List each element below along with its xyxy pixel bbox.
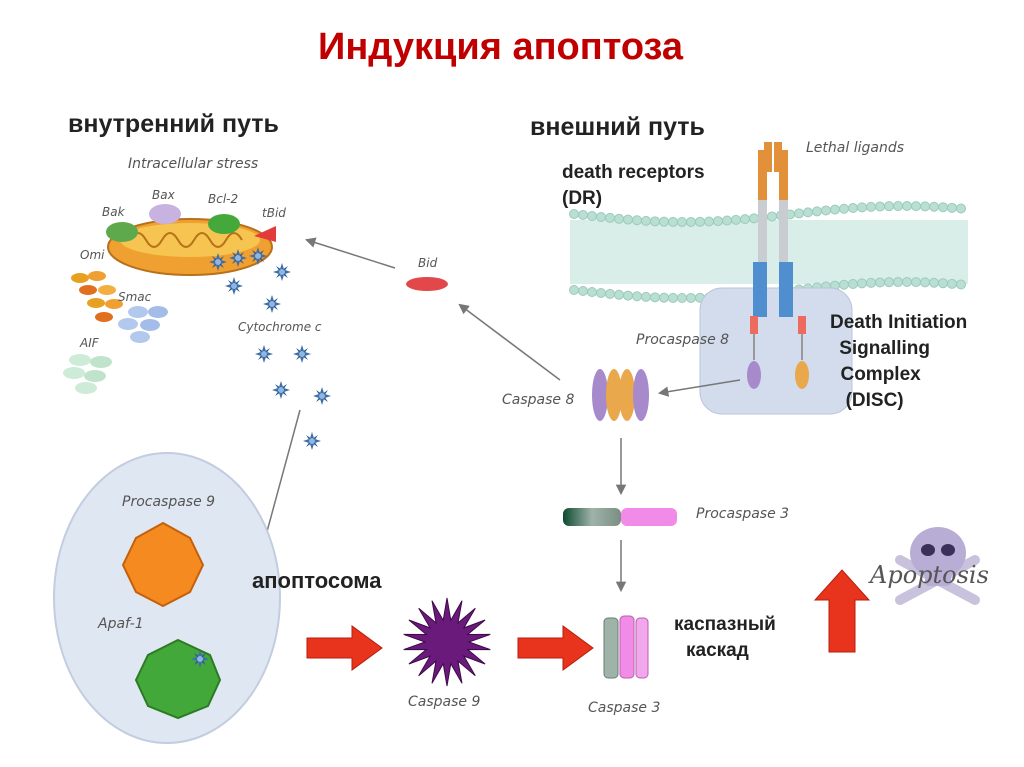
apoptosome-label: апоптосома: [252, 568, 382, 593]
caspase-cascade-line-2: каскад: [686, 640, 749, 661]
mitochondrion: [106, 204, 276, 276]
aif-label: AIF: [80, 336, 99, 350]
page-title: Индукция апоптоза: [318, 26, 684, 68]
apoptosis-label: Apoptosis: [870, 561, 989, 589]
red-arrows: [306, 569, 871, 671]
caspase-3-icon: [603, 615, 649, 679]
disc-box: [699, 287, 853, 415]
bcl2-label: Bcl-2: [208, 192, 239, 206]
tbid-label: tBid: [262, 206, 286, 220]
caspase-8-label: Caspase 8: [502, 392, 575, 408]
cytochrome-c-icon: [209, 247, 331, 450]
caspase-cascade-line-1: каспазный: [674, 614, 776, 635]
bak-label: Bak: [102, 205, 125, 219]
caspase-8-icon: [592, 369, 649, 421]
pathway-arrows: [261, 237, 741, 593]
disc-line-1: Death Initiation: [830, 312, 968, 333]
caspase-9-label: Caspase 9: [408, 694, 481, 710]
caspase-cascade-label: каспазный каскад: [674, 612, 776, 664]
omi-particles: [71, 271, 123, 322]
disc-line-3: Complex: [840, 364, 921, 385]
bid-label: Bid: [418, 256, 438, 270]
disc-label: Death Initiation Signalling Complex (DIS…: [830, 310, 967, 414]
extrinsic-heading: внешний путь: [530, 113, 705, 141]
procaspase-3-icon: [563, 508, 677, 526]
death-receptors-line-1: death receptors: [562, 162, 705, 183]
death-receptors-line-2: (DR): [562, 188, 603, 209]
caspase-9-icon: [403, 597, 491, 687]
omi-label: Omi: [80, 248, 105, 262]
intrinsic-heading: внутренний путь: [68, 110, 279, 138]
cell-membrane: [569, 201, 968, 303]
death-receptor: [747, 142, 809, 389]
skull-icon: [895, 527, 980, 605]
intracellular-stress-label: Intracellular stress: [128, 156, 259, 172]
caspase-3-label: Caspase 3: [588, 700, 661, 716]
death-receptors-label: death receptors (DR): [562, 160, 705, 212]
lethal-ligands-label: Lethal ligands: [806, 140, 904, 156]
disc-line-2: Signalling: [839, 338, 930, 359]
disc-line-4: (DISC): [845, 390, 904, 411]
procaspase-9-label: Procaspase 9: [122, 494, 216, 510]
apaf-1-label: Apaf-1: [98, 616, 144, 632]
procaspase-9-icon: [121, 521, 205, 608]
bid-icon: [406, 277, 448, 291]
procaspase-3-label: Procaspase 3: [696, 506, 790, 522]
aif-particles: [63, 354, 112, 394]
cytochrome-c-label: Cytochrome c: [238, 320, 322, 334]
smac-particles: [118, 306, 168, 343]
procaspase-8-label: Procaspase 8: [636, 332, 730, 348]
apaf-1-icon: [134, 638, 222, 720]
bax-label: Bax: [152, 188, 175, 202]
smac-label: Smac: [118, 290, 152, 304]
